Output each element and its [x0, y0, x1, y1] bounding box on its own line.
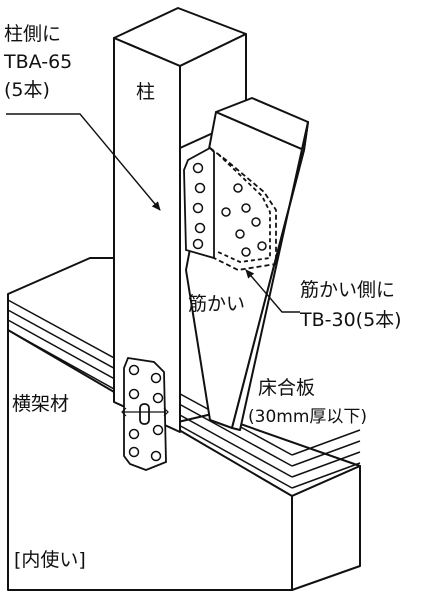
column-label: 柱 — [136, 81, 155, 103]
floor-board-label-line1: 床合板 — [258, 377, 315, 399]
brace — [185, 97, 309, 431]
brace-screw-label-line2: TB-30(5本) — [299, 309, 402, 331]
column-screw-label-line1: 柱側に — [4, 23, 61, 45]
beam-label: 横架材 — [12, 393, 69, 415]
floor-board-label-line2: (30mm厚以下) — [248, 407, 367, 427]
brace-screw-label-line1: 筋かい側に — [300, 279, 395, 301]
leader-column-screw — [6, 113, 161, 211]
brace-label: 筋かい — [188, 293, 245, 315]
usage-label: [内使い] — [14, 549, 86, 571]
brace-connector-plate — [183, 146, 277, 271]
column-screw-label-line3: (5本) — [4, 79, 50, 101]
leader-brace-screw — [245, 269, 300, 313]
base-connector-plate — [121, 357, 169, 471]
column-screw-label-line2: TBA-65 — [3, 51, 72, 73]
